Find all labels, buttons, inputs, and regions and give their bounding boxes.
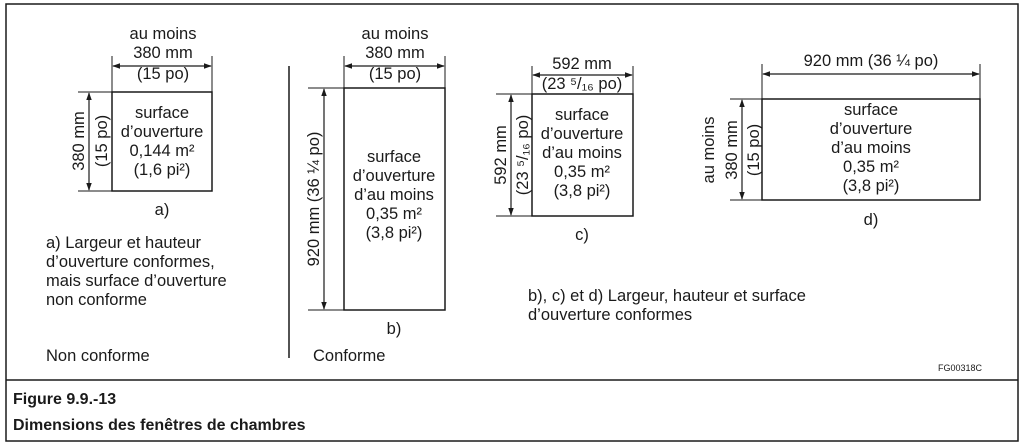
note-a-line-2: d’ouverture conformes, [46, 253, 215, 271]
figure-title: Dimensions des fenêtres de chambres [13, 417, 306, 434]
window-d-height-prefix: au moins [700, 117, 718, 184]
window-b-area-line-3: d’au moins [354, 186, 434, 204]
window-c-width-mm: 592 mm [552, 55, 612, 73]
note-bcd-line-2: d’ouverture conformes [528, 306, 692, 324]
window-d-area-line-5: (3,8 pi²) [843, 177, 900, 195]
note-a-line-1: a) Largeur et hauteur [46, 234, 202, 252]
window-a-width-prefix: au moins [130, 25, 197, 43]
window-c-area-line-4: 0,35 m² [554, 163, 610, 181]
window-c-area-line-5: (3,8 pi²) [554, 182, 611, 200]
status-non-conforme: Non conforme [46, 347, 150, 365]
status-conforme: Conforme [313, 347, 385, 365]
window-a-frame [111, 91, 213, 192]
window-c: 592 mm (23 ⁵/₁₆ po) 592 mm (23 ⁵/₁₆ po) … [492, 55, 634, 244]
window-d-tag: d) [864, 211, 879, 229]
window-d-area-line-3: d’au moins [831, 139, 911, 157]
window-c-height-mm: 592 mm [492, 125, 510, 185]
window-b: au moins 380 mm (15 po) 920 mm (36 ¼ po)… [305, 25, 446, 338]
window-a: au moins 380 mm (15 po) 380 mm (15 po) s… [70, 25, 213, 219]
window-c-tag: c) [575, 226, 589, 244]
window-b-tag: b) [387, 320, 402, 338]
window-b-area-line-5: (3,8 pi²) [366, 224, 423, 242]
window-a-width-mm: 380 mm [133, 44, 193, 62]
window-a-height-mm: 380 mm [70, 111, 88, 171]
figure-code: FG00318C [938, 363, 983, 373]
window-c-area-line-3: d’au moins [542, 144, 622, 162]
window-a-height-in: (15 po) [93, 115, 111, 167]
window-c-frame [531, 93, 634, 217]
window-d-height-in: (15 po) [745, 124, 763, 176]
window-a-area-line-4: (1,6 pi²) [134, 161, 191, 179]
window-c-height-in: (23 ⁵/₁₆ po) [514, 115, 532, 196]
note-a-line-4: non conforme [46, 291, 147, 309]
note-bcd-line-1: b), c) et d) Largeur, hauteur et surface [528, 287, 806, 305]
window-c-area-line-1: surface [555, 106, 609, 124]
note-a: a) Largeur et hauteur d’ouverture confor… [46, 234, 227, 309]
window-a-area-line-2: d’ouverture [121, 123, 204, 141]
window-b-width-mm: 380 mm [365, 44, 425, 62]
window-d-width: 920 mm (36 ¼ po) [804, 52, 939, 70]
window-b-area-line-2: d’ouverture [353, 167, 436, 185]
window-d-height-mm: 380 mm [723, 120, 741, 180]
window-b-width-in: (15 po) [369, 65, 421, 83]
window-b-area-line-1: surface [367, 148, 421, 166]
window-d-area-line-1: surface [844, 101, 898, 119]
window-d-frame [761, 98, 981, 201]
window-c-width-in: (23 ⁵/₁₆ po) [542, 75, 623, 93]
window-b-width-prefix: au moins [362, 25, 429, 43]
note-bcd: b), c) et d) Largeur, hauteur et surface… [528, 287, 806, 324]
figure-number: Figure 9.9.-13 [13, 391, 116, 408]
window-a-area-line-3: 0,144 m² [129, 142, 195, 160]
window-b-height: 920 mm (36 ¼ po) [305, 132, 323, 267]
window-d-area-line-2: d’ouverture [830, 120, 913, 138]
window-d-area-line-4: 0,35 m² [843, 158, 899, 176]
window-c-area-line-2: d’ouverture [541, 125, 624, 143]
window-a-width-in: (15 po) [137, 65, 189, 83]
window-d: 920 mm (36 ¼ po) au moins 380 mm (15 po)… [700, 52, 981, 229]
note-a-line-3: mais surface d’ouverture [46, 272, 227, 290]
window-b-frame [343, 87, 446, 311]
window-a-tag: a) [155, 201, 170, 219]
window-a-area-line-1: surface [135, 104, 189, 122]
window-b-area-line-4: 0,35 m² [366, 205, 422, 223]
figure-border [5, 3, 1019, 442]
